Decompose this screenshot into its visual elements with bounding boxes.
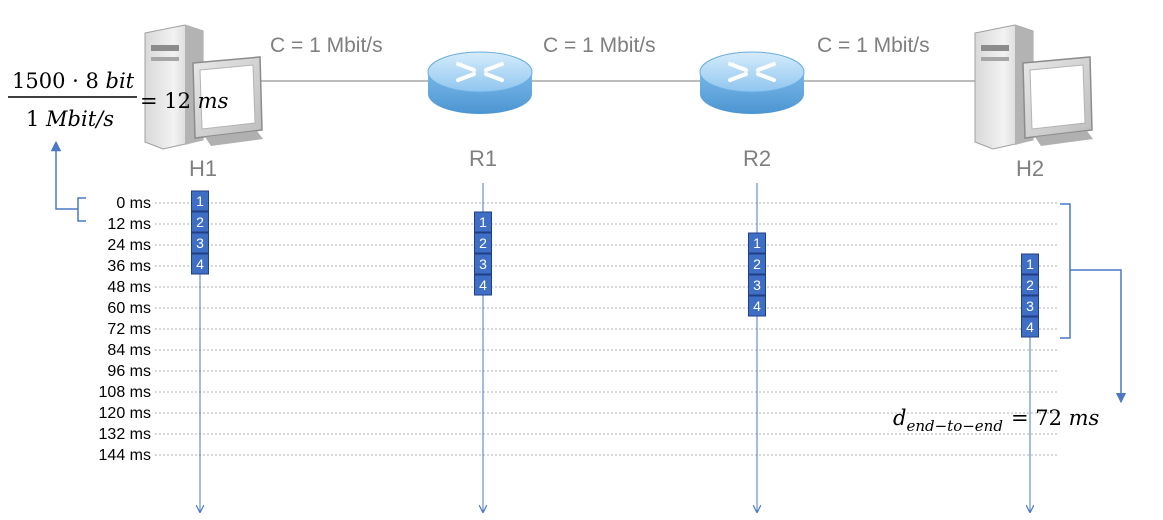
time-tick-label: 24 ms bbox=[107, 237, 151, 254]
packet-number: 4 bbox=[479, 277, 487, 293]
packet-number: 2 bbox=[479, 235, 487, 251]
time-axis-labels: 0 ms 12 ms 24 ms 36 ms 48 ms 60 ms 72 ms 84 ms 9… bbox=[99, 195, 151, 464]
node-label-r1: R1 bbox=[469, 146, 497, 171]
packet-box bbox=[748, 274, 766, 296]
time-tick-label: 120 ms bbox=[99, 405, 151, 422]
packet-box bbox=[191, 190, 209, 212]
packet-box bbox=[191, 253, 209, 275]
packet-stacks: 1 2 3 4 1 2 3 4 1 2 3 4 1 2 3 4 bbox=[191, 190, 1039, 338]
time-grid bbox=[155, 202, 1058, 456]
time-tick-label: 132 ms bbox=[99, 426, 151, 443]
time-tick-label: 96 ms bbox=[107, 363, 151, 380]
packet-box bbox=[191, 232, 209, 254]
time-tick-label: 48 ms bbox=[107, 279, 151, 296]
packet-box bbox=[1021, 316, 1039, 338]
host-icon bbox=[974, 24, 1093, 150]
transmission-time-formula: 1500 · 8 bit 1 Mbit/s = 12 ms bbox=[8, 69, 229, 131]
router-icon bbox=[427, 51, 533, 114]
packet-box bbox=[748, 232, 766, 254]
router-icon bbox=[699, 51, 805, 114]
time-tick-label: 108 ms bbox=[99, 384, 151, 401]
interval-bracket-left bbox=[50, 140, 86, 222]
packet-number: 1 bbox=[196, 193, 204, 209]
packet-number: 1 bbox=[479, 214, 487, 230]
packet-stack-r2: 1 2 3 4 bbox=[748, 232, 766, 317]
link-label-h1-r1: C = 1 Mbit/s bbox=[270, 34, 383, 57]
link-label-r1-r2: C = 1 Mbit/s bbox=[543, 34, 656, 57]
formula-numerator: 1500 · 8 bit bbox=[12, 69, 135, 93]
link-label-r2-h2: C = 1 Mbit/s bbox=[817, 34, 930, 57]
node-label-r2: R2 bbox=[743, 146, 771, 171]
packet-number: 1 bbox=[1026, 256, 1034, 272]
formula-result: = 12 ms bbox=[140, 89, 229, 113]
time-tick-label: 60 ms bbox=[107, 300, 151, 317]
host-icon bbox=[144, 24, 263, 150]
packet-number: 4 bbox=[1026, 319, 1034, 335]
up-arrow-icon bbox=[50, 140, 78, 210]
end-to-end-bracket bbox=[1060, 203, 1127, 404]
packet-stack-h2: 1 2 3 4 bbox=[1021, 253, 1039, 338]
packet-number: 1 bbox=[753, 235, 761, 251]
formula-denominator: 1 Mbit/s bbox=[26, 107, 114, 131]
packet-box bbox=[1021, 274, 1039, 296]
packet-box bbox=[748, 295, 766, 317]
node-label-h2: H2 bbox=[1016, 156, 1044, 181]
packet-box bbox=[191, 211, 209, 233]
packet-box bbox=[474, 274, 492, 296]
packet-box bbox=[748, 253, 766, 275]
node-label-h1: H1 bbox=[189, 156, 217, 181]
packet-box bbox=[474, 211, 492, 233]
packet-number: 3 bbox=[196, 235, 204, 251]
packet-number: 2 bbox=[1026, 277, 1034, 293]
time-tick-label: 12 ms bbox=[107, 216, 151, 233]
packet-box bbox=[474, 253, 492, 275]
down-arrow-icon bbox=[1070, 269, 1127, 404]
time-tick-label: 144 ms bbox=[99, 447, 151, 464]
packet-number: 3 bbox=[753, 277, 761, 293]
time-tick-label: 0 ms bbox=[116, 195, 151, 212]
packet-number: 4 bbox=[753, 298, 761, 314]
node-timelines bbox=[200, 183, 1030, 512]
time-tick-label: 72 ms bbox=[107, 321, 151, 338]
packet-box bbox=[474, 232, 492, 254]
time-tick-label: 36 ms bbox=[107, 258, 151, 275]
packet-number: 2 bbox=[196, 214, 204, 230]
packet-number: 3 bbox=[1026, 298, 1034, 314]
packet-stack-r1: 1 2 3 4 bbox=[474, 211, 492, 296]
packet-box bbox=[1021, 253, 1039, 275]
packet-number: 4 bbox=[196, 256, 204, 272]
end-to-end-delay: dend−to−end= 72 ms bbox=[893, 406, 1100, 435]
packet-number: 3 bbox=[479, 256, 487, 272]
packet-number: 2 bbox=[753, 256, 761, 272]
packet-stack-h1: 1 2 3 4 bbox=[191, 190, 209, 275]
packet-box bbox=[1021, 295, 1039, 317]
time-tick-label: 84 ms bbox=[107, 342, 151, 359]
